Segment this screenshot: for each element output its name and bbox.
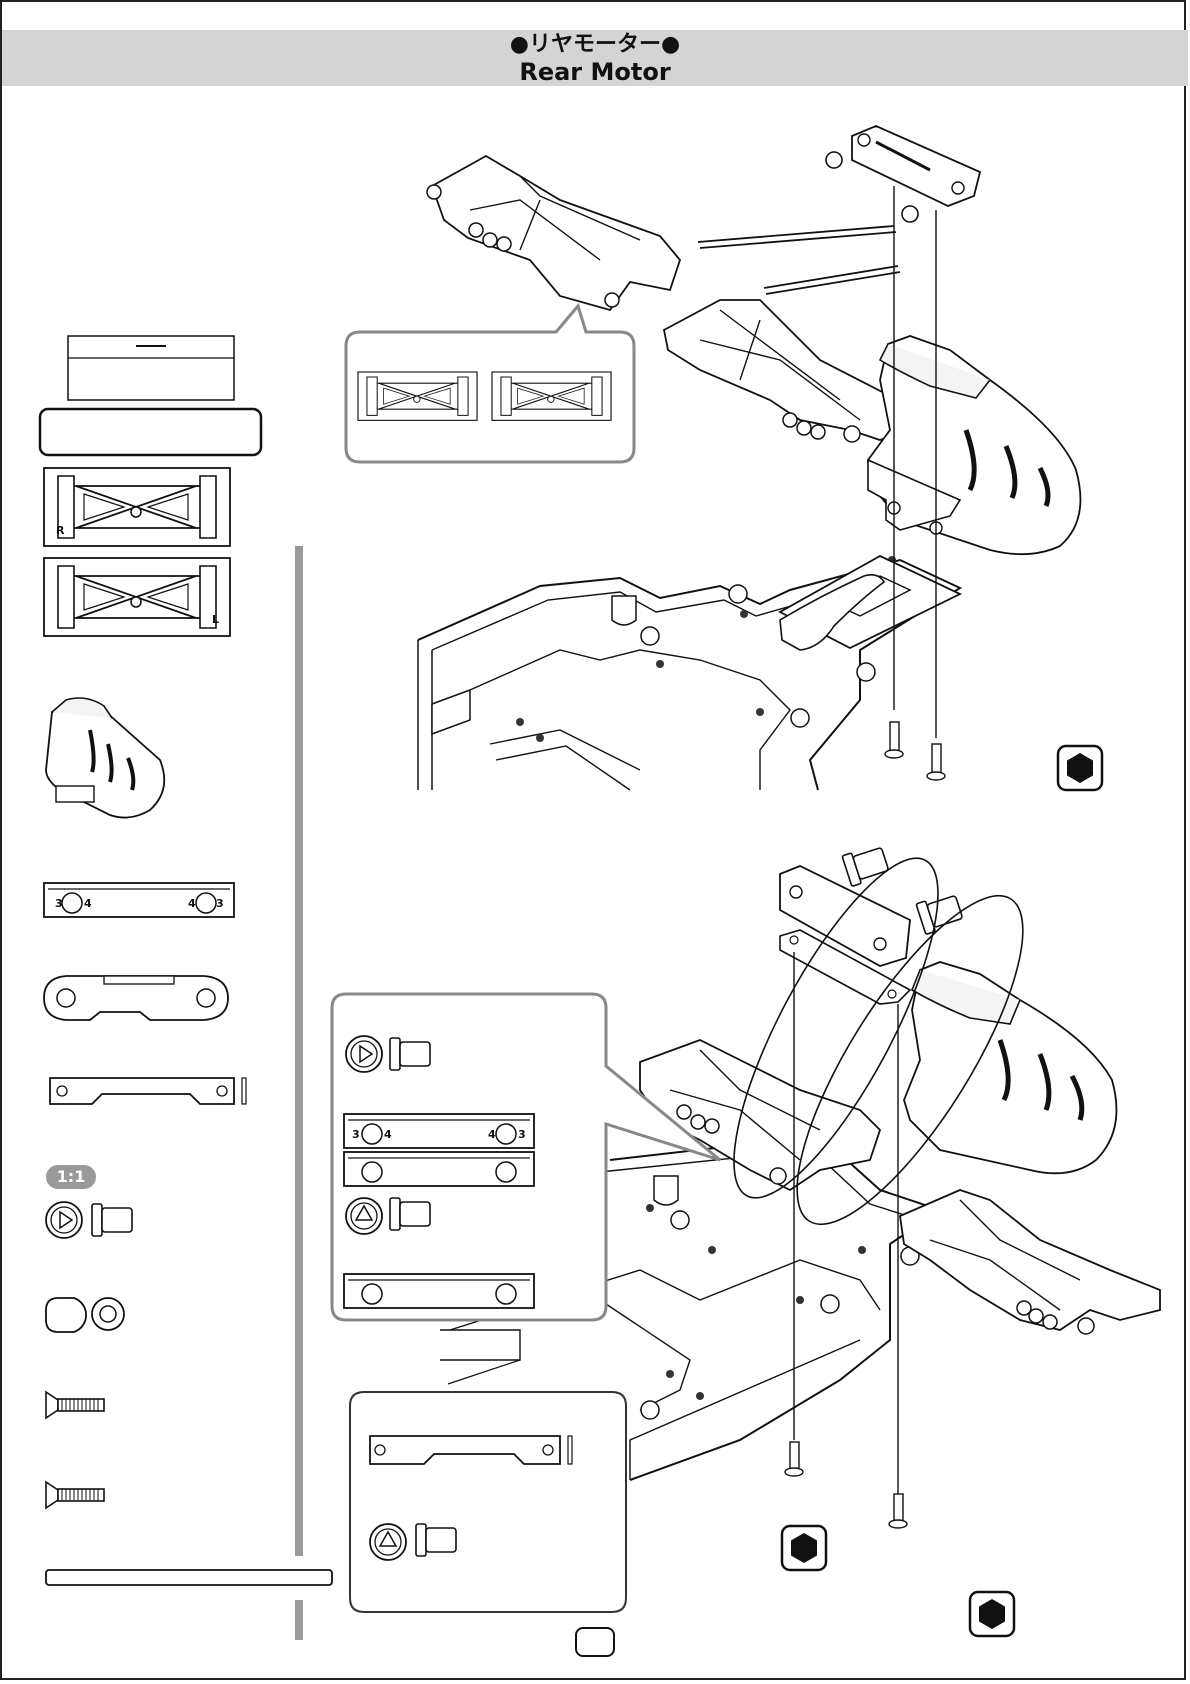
eccentric-bushing-part [46, 1202, 132, 1238]
rear-arm-right-part [44, 468, 230, 546]
spacer-plate-part [50, 1078, 246, 1104]
suspension-block-part [44, 883, 234, 917]
top-assembly-diagram [346, 126, 1080, 790]
plate-detail-callout [350, 1392, 626, 1612]
hinge-pin-part [46, 1570, 332, 1585]
part-name-box [40, 409, 261, 455]
block-mark-3a: 3 [55, 897, 63, 910]
bottom-assembly-diagram: 3 4 4 3 [332, 834, 1160, 1612]
rear-wing-mount-part [46, 698, 164, 818]
hex-wrench-icon-middle [782, 1526, 826, 1570]
panel-divider [295, 546, 303, 1556]
arm-mark-r: R [56, 524, 65, 537]
callout-mark-4b: 4 [488, 1128, 496, 1141]
block-mark-4b: 4 [188, 897, 196, 910]
rear-arm-left-part [44, 558, 230, 636]
callout-mark-3a: 3 [352, 1128, 360, 1141]
brace-plate-part [44, 976, 228, 1020]
screw-short-part [46, 1392, 104, 1418]
scale-badge: 1:1 [46, 1165, 96, 1189]
callout-mark-3b: 3 [518, 1128, 526, 1141]
page-number-box [576, 1628, 614, 1656]
block-mark-4a: 4 [84, 897, 92, 910]
pivot-ball-part [46, 1298, 124, 1332]
arm-mark-l: L [212, 613, 219, 626]
hex-wrench-icon-top [1058, 746, 1102, 790]
callout-mark-4a: 4 [384, 1128, 392, 1141]
panel-divider-lower [295, 1600, 303, 1640]
hex-wrench-icon-bottom [970, 1592, 1014, 1636]
screw-long-part [46, 1482, 104, 1508]
block-mark-3b: 3 [216, 897, 224, 910]
